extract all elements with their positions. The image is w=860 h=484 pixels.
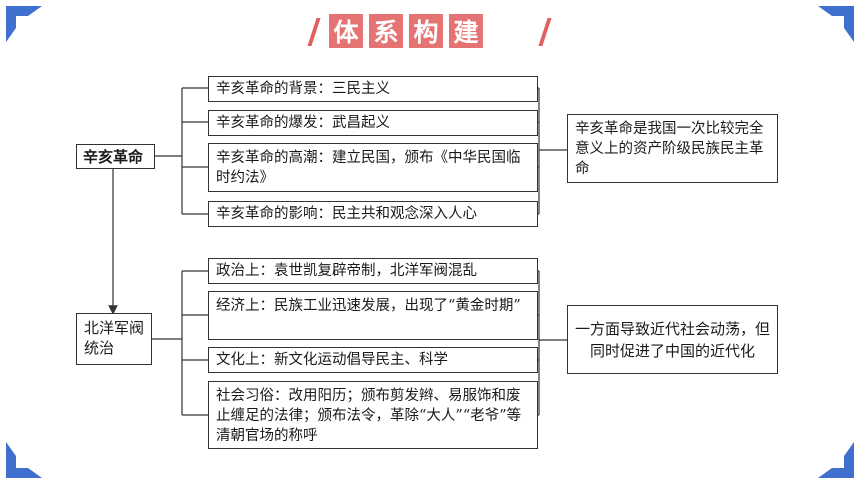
corner-decoration-bottom-left — [6, 440, 44, 478]
corner-decoration-bottom-right — [816, 440, 854, 478]
corner-decoration-top-left — [6, 6, 44, 44]
branch-node-economy: 经济上：民族工业迅速发展，出现了“黄金时期” — [208, 291, 538, 340]
branch-node-influence: 辛亥革命的影响：民主共和观念深入人心 — [208, 201, 538, 227]
branch-node-social-customs: 社会习俗：改用阳历；颁布剪发辫、易服饰和废止缠足的法律；颁布法令，革除“大人”“… — [208, 381, 538, 449]
title-char: 系 — [369, 14, 403, 48]
summary-node-xinhai: 辛亥革命是我国一次比较完全意义上的资产阶级民族民主革命 — [567, 114, 778, 183]
summary-node-beiyang: 一方面导致近代社会动荡，但同时促进了中国的近代化 — [567, 305, 778, 374]
branch-node-politics: 政治上：袁世凯复辟帝制，北洋军阀混乱 — [208, 258, 538, 284]
branch-node-climax: 辛亥革命的高潮：建立民国，颁布《中华民国临时约法》 — [208, 143, 538, 192]
branch-node-background: 辛亥革命的背景：三民主义 — [208, 76, 538, 102]
title-char: 体 — [329, 14, 363, 48]
branch-node-outbreak: 辛亥革命的爆发：武昌起义 — [208, 110, 538, 136]
title-char: 构 — [409, 14, 443, 48]
corner-decoration-top-right — [816, 6, 854, 44]
title-char: 建 — [449, 14, 483, 48]
root-node-xinhai-revolution: 辛亥革命 — [76, 144, 155, 169]
branch-node-culture: 文化上：新文化运动倡导民主、科学 — [208, 347, 538, 373]
page-title: 体 系 构 建 — [0, 14, 860, 50]
root-node-beiyang-rule: 北洋军阀统治 — [76, 313, 152, 365]
